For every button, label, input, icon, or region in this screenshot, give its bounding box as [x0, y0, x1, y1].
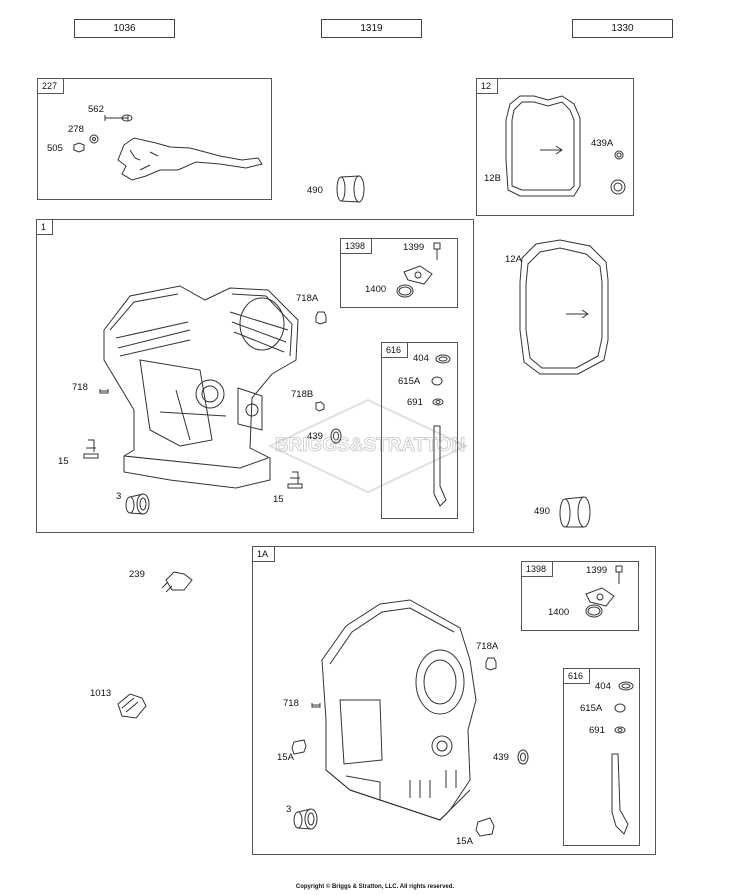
group-12: 12 — [476, 78, 634, 216]
group-1A: 1A — [252, 546, 656, 855]
group-tag: 1398 — [341, 239, 373, 254]
dipstick-616-upper-drawing — [431, 354, 451, 507]
group-tag: 616 — [564, 669, 591, 684]
group-616-lower: 616 — [563, 668, 640, 846]
part-label-718: 718 — [283, 698, 299, 709]
part-label-615A: 615A — [580, 703, 603, 714]
part-label-404: 404 — [413, 353, 429, 364]
group-227: 227 — [37, 78, 272, 200]
group-1398-lower: 1398 — [521, 561, 639, 631]
part-label-718: 718 — [72, 382, 88, 393]
part-label-404: 404 — [595, 681, 611, 692]
part-label-278: 278 — [68, 124, 84, 135]
part-label-3: 3 — [116, 491, 122, 502]
sleeve-490-lower-drawing — [559, 496, 591, 528]
part-label-691: 691 — [589, 725, 605, 736]
part-label-15A-right: 15A — [456, 836, 473, 847]
group-tag: 1398 — [522, 562, 554, 577]
part-label-12A: 12A — [505, 254, 522, 265]
part-label-490-lower: 490 — [534, 506, 550, 517]
part-label-1400: 1400 — [548, 607, 570, 618]
group-616-upper: 616 — [381, 342, 458, 519]
part-label-718A: 718A — [296, 293, 319, 304]
group-tag: 1A — [253, 547, 276, 562]
part-label-239: 239 — [129, 569, 145, 580]
plate-1398-upper-drawing — [396, 242, 441, 298]
crankcase-1-drawing — [83, 285, 342, 515]
watermark-text: BRIGGS&STRATTON — [275, 435, 465, 456]
bracket-227-drawing — [73, 114, 263, 181]
ref-box-1330: 1330 — [572, 19, 673, 38]
part-label-718B: 718B — [291, 389, 314, 400]
part-label-490-upper: 490 — [307, 185, 323, 196]
part-label-15-right: 15 — [273, 494, 284, 505]
group-1: 1 — [36, 219, 474, 533]
part-label-439A: 439A — [591, 138, 614, 149]
dipstick-616-lower-drawing — [611, 681, 634, 835]
part-label-562: 562 — [88, 104, 104, 115]
part-label-1400: 1400 — [365, 284, 387, 295]
part-label-691: 691 — [407, 397, 423, 408]
fitting-1013-drawing — [117, 693, 147, 719]
group-tag: 616 — [382, 343, 409, 358]
gasket-12A-drawing — [519, 239, 609, 375]
watermark-logo — [267, 398, 469, 494]
copyright-notice: Copyright © Briggs & Stratton, LLC. All … — [295, 884, 455, 890]
sleeve-490-upper-drawing — [336, 175, 365, 203]
group-tag: 1 — [37, 220, 54, 235]
crankcase-1A-drawing — [291, 599, 529, 837]
plate-1398-lower-drawing — [585, 565, 623, 618]
part-label-15-left: 15 — [58, 456, 69, 467]
part-label-1013: 1013 — [90, 688, 112, 699]
part-label-15A-left: 15A — [277, 752, 294, 763]
part-label-1399: 1399 — [403, 242, 425, 253]
part-label-439: 439 — [307, 431, 323, 442]
part-label-718A: 718A — [476, 641, 499, 652]
group-tag: 227 — [38, 79, 65, 94]
group-1398-upper: 1398 — [340, 238, 458, 308]
ref-box-1319: 1319 — [321, 19, 422, 38]
part-label-439: 439 — [493, 752, 509, 763]
part-label-615A: 615A — [398, 376, 421, 387]
part-label-1399: 1399 — [586, 565, 608, 576]
part-label-3: 3 — [286, 804, 292, 815]
gasket-12-drawing — [505, 95, 626, 197]
part-label-12B: 12B — [484, 173, 501, 184]
sensor-239-drawing — [161, 571, 193, 593]
ref-box-1036: 1036 — [74, 19, 175, 38]
group-tag: 12 — [477, 79, 499, 94]
part-label-505: 505 — [47, 143, 63, 154]
